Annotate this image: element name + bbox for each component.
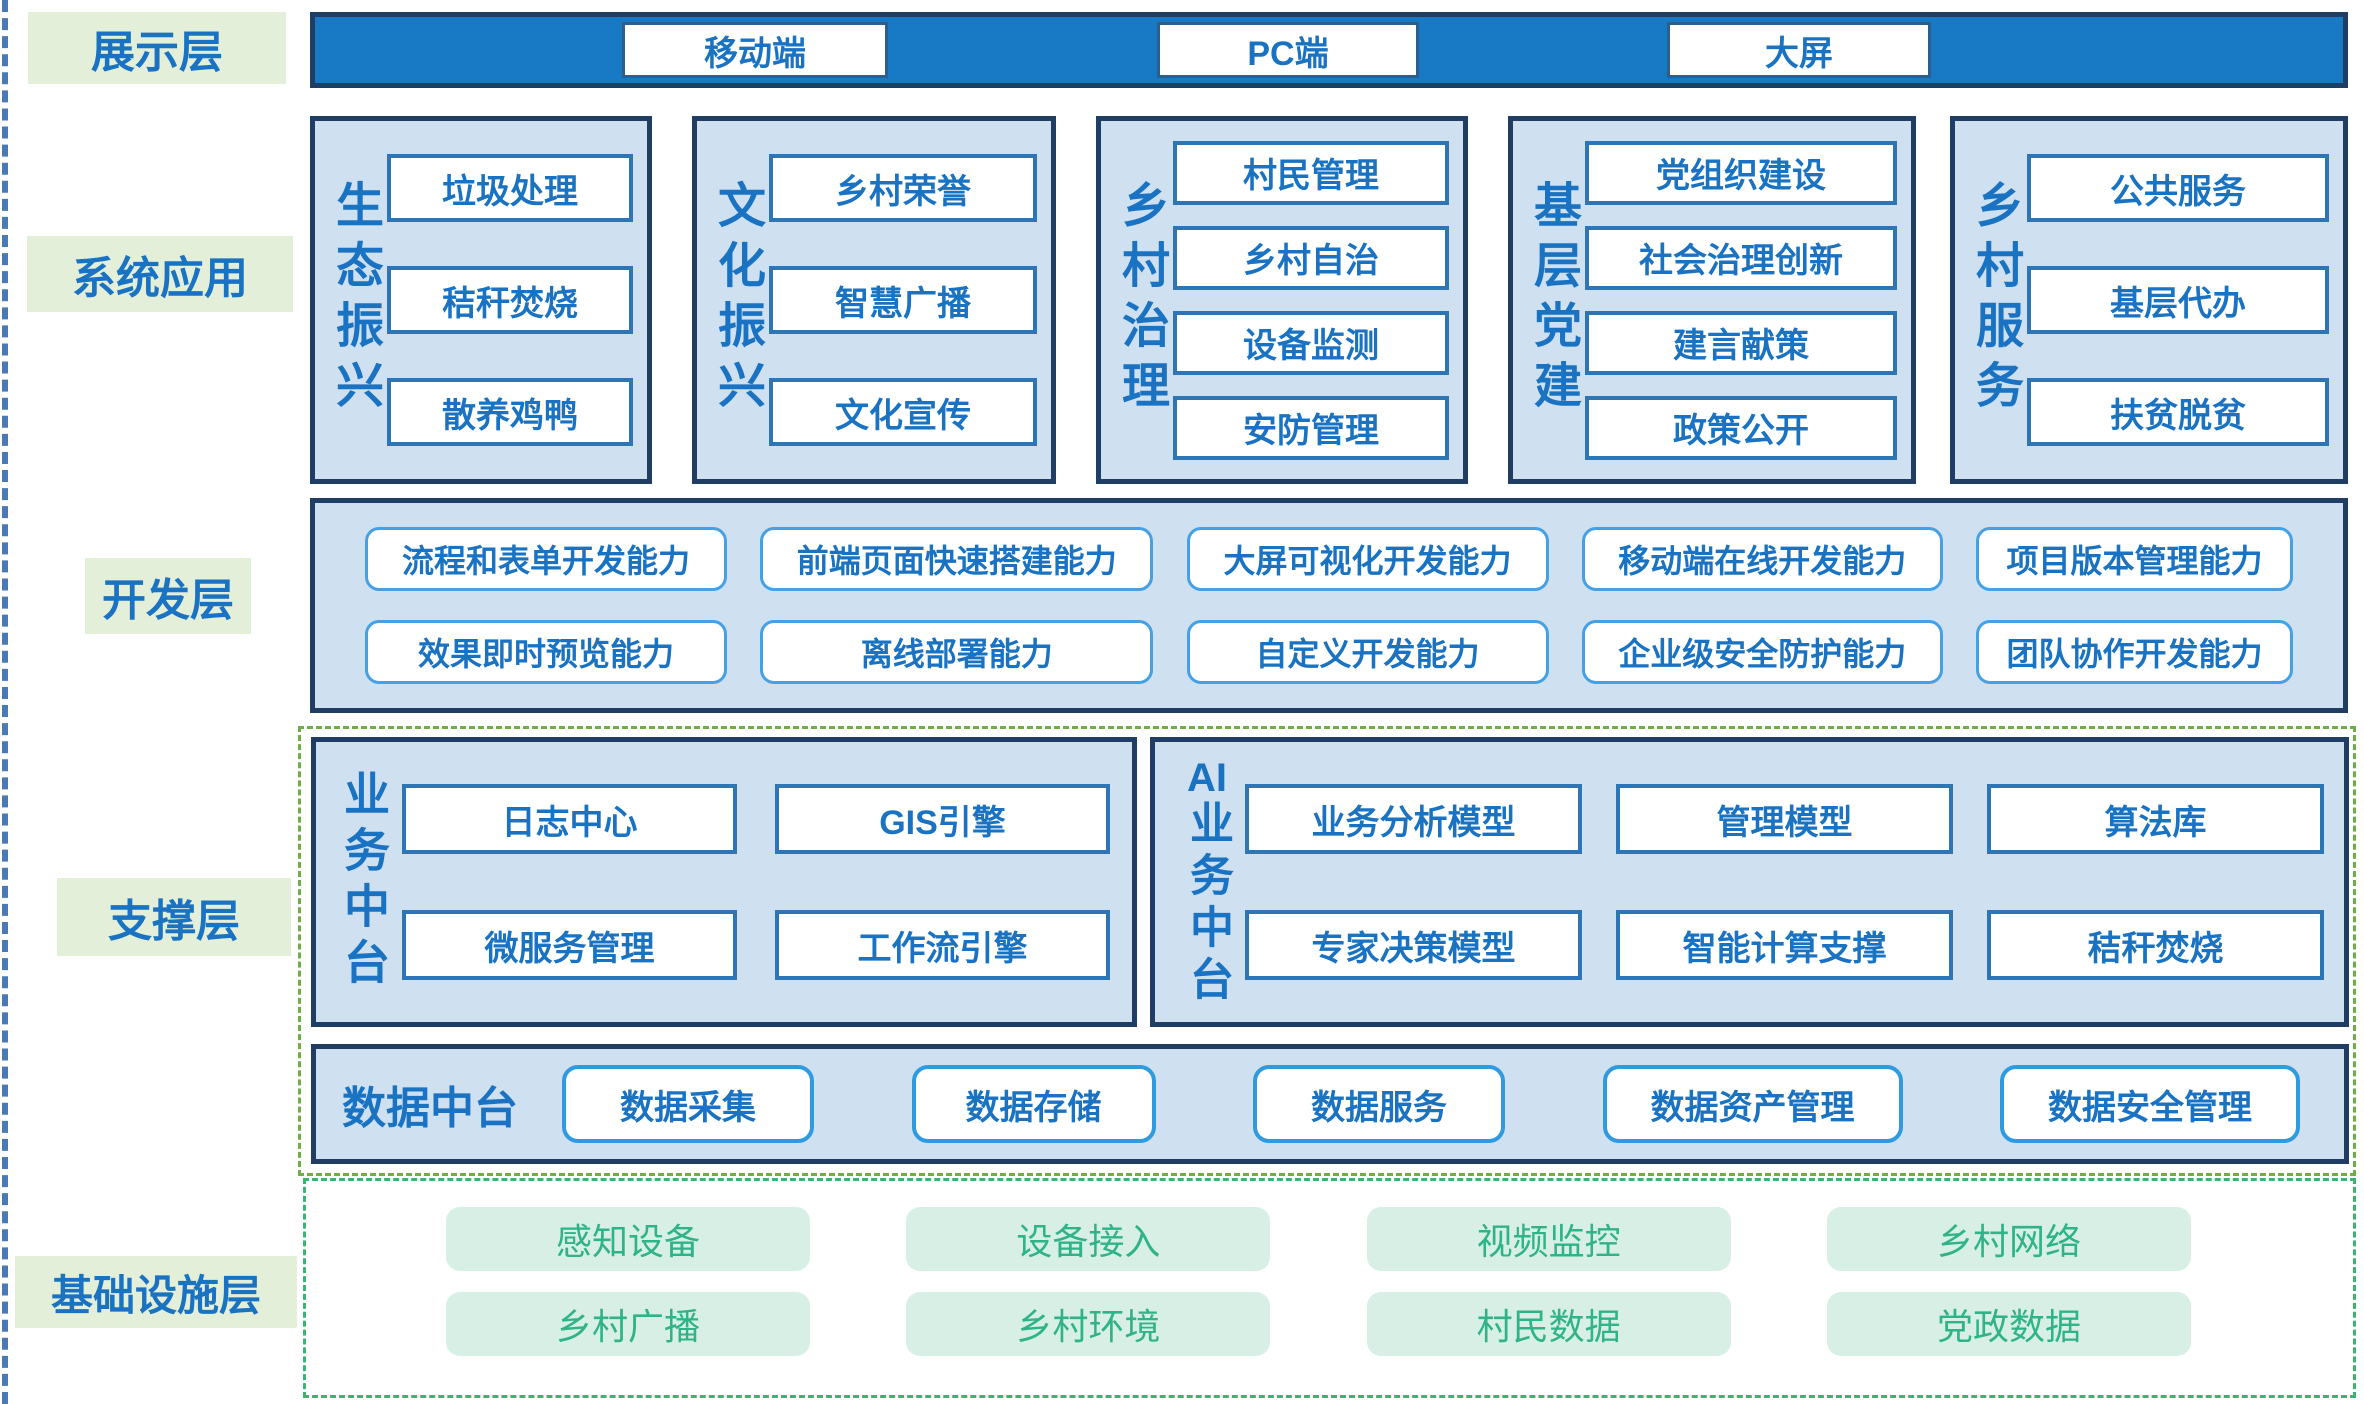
layer-label-support: 支撑层 bbox=[57, 878, 291, 956]
display-layer-bar: 移动端 PC端 大屏 bbox=[310, 12, 2348, 88]
ai-platform-box: AI 业务中台 业务分析模型 管理模型 算法库 专家决策模型 智能计算支撑 秸秆… bbox=[1150, 737, 2349, 1027]
terminal-bigscreen: 大屏 bbox=[1667, 22, 1931, 78]
app-item: 政策公开 bbox=[1585, 395, 1897, 460]
terminal-pc: PC端 bbox=[1157, 22, 1419, 78]
app-item: 社会治理创新 bbox=[1585, 225, 1897, 290]
infra-item: 党政数据 bbox=[1826, 1292, 2191, 1356]
app-item: 乡村荣誉 bbox=[769, 154, 1037, 222]
app-item: 基层代办 bbox=[2027, 266, 2329, 334]
app-item: 智慧广播 bbox=[769, 266, 1037, 334]
data-platform-title: 数据中台 bbox=[342, 1084, 518, 1133]
infra-item: 村民数据 bbox=[1366, 1292, 1731, 1356]
infra-item: 乡村环境 bbox=[906, 1292, 1271, 1356]
ai-platform-title: AI 业务中台 bbox=[1169, 750, 1245, 1014]
app-item: 秸秆焚烧 bbox=[387, 266, 633, 334]
left-dashed-border bbox=[2, 0, 8, 1404]
layer-label-application: 系统应用 bbox=[27, 236, 293, 312]
dev-capability-item: 前端页面快速搭建能力 bbox=[760, 527, 1154, 591]
app-item: 村民管理 bbox=[1173, 140, 1449, 205]
app-item: 公共服务 bbox=[2027, 154, 2329, 222]
dev-capability-item: 团队协作开发能力 bbox=[1976, 620, 2293, 684]
app-group-culture: 文化振兴 乡村荣誉 智慧广播 文化宣传 bbox=[692, 116, 1056, 484]
business-platform-item: 微服务管理 bbox=[402, 910, 737, 980]
ai-platform-item: 算法库 bbox=[1987, 784, 2324, 854]
layer-label-development: 开发层 bbox=[85, 558, 251, 634]
infrastructure-layer-container: 感知设备 设备接入 视频监控 乡村网络 乡村广播 乡村环境 村民数据 党政数据 bbox=[303, 1178, 2356, 1398]
dev-capability-item: 企业级安全防护能力 bbox=[1581, 620, 1943, 684]
data-platform-item: 数据采集 bbox=[562, 1065, 814, 1143]
data-platform-box: 数据中台 数据采集 数据存储 数据服务 数据资产管理 数据安全管理 bbox=[311, 1044, 2349, 1164]
business-platform-item: 工作流引擎 bbox=[775, 910, 1110, 980]
app-group-party-title: 基层党建 bbox=[1526, 180, 1579, 420]
app-item: 垃圾处理 bbox=[387, 154, 633, 222]
app-item: 扶贫脱贫 bbox=[2027, 378, 2329, 446]
development-layer-panel: 流程和表单开发能力 前端页面快速搭建能力 大屏可视化开发能力 移动端在线开发能力… bbox=[310, 498, 2348, 713]
dev-capability-item: 流程和表单开发能力 bbox=[365, 527, 727, 591]
app-item: 散养鸡鸭 bbox=[387, 378, 633, 446]
dev-capability-item: 项目版本管理能力 bbox=[1976, 527, 2293, 591]
data-platform-item: 数据安全管理 bbox=[2000, 1065, 2300, 1143]
app-group-culture-title: 文化振兴 bbox=[710, 180, 763, 420]
dev-capability-item: 离线部署能力 bbox=[760, 620, 1154, 684]
infra-item: 感知设备 bbox=[446, 1207, 810, 1271]
business-platform-title: 业务中台 bbox=[338, 770, 390, 994]
ai-platform-item: 管理模型 bbox=[1616, 784, 1953, 854]
infra-item: 乡村广播 bbox=[446, 1292, 810, 1356]
data-platform-item: 数据服务 bbox=[1253, 1065, 1505, 1143]
app-item: 安防管理 bbox=[1173, 395, 1449, 460]
app-group-governance: 乡村治理 村民管理 乡村自治 设备监测 安防管理 bbox=[1096, 116, 1468, 484]
ai-platform-item: 秸秆焚烧 bbox=[1987, 910, 2324, 980]
data-platform-item: 数据资产管理 bbox=[1602, 1065, 1903, 1143]
layer-label-infrastructure: 基础设施层 bbox=[15, 1256, 297, 1328]
ai-platform-item: 专家决策模型 bbox=[1245, 910, 1582, 980]
data-platform-item: 数据存储 bbox=[911, 1065, 1156, 1143]
dev-capability-item: 移动端在线开发能力 bbox=[1581, 527, 1943, 591]
app-group-service-title: 乡村服务 bbox=[1968, 180, 2021, 420]
dev-capability-item: 大屏可视化开发能力 bbox=[1186, 527, 1549, 591]
ai-platform-item: 业务分析模型 bbox=[1245, 784, 1582, 854]
business-platform-item: 日志中心 bbox=[402, 784, 737, 854]
infra-item: 视频监控 bbox=[1366, 1207, 1731, 1271]
layer-label-display: 展示层 bbox=[28, 12, 286, 84]
terminal-mobile: 移动端 bbox=[622, 22, 888, 78]
ai-platform-title-text: 业务中台 bbox=[1183, 800, 1232, 1008]
app-group-eco: 生态振兴 垃圾处理 秸秆焚烧 散养鸡鸭 bbox=[310, 116, 652, 484]
ai-platform-item: 智能计算支撑 bbox=[1616, 910, 1953, 980]
infra-item: 设备接入 bbox=[906, 1207, 1271, 1271]
app-item: 设备监测 bbox=[1173, 310, 1449, 375]
ai-platform-title-prefix: AI bbox=[1187, 756, 1227, 800]
support-layer-container: 业务中台 日志中心 GIS引擎 微服务管理 工作流引擎 AI 业务中台 业务分析… bbox=[298, 726, 2356, 1176]
app-item: 建言献策 bbox=[1585, 310, 1897, 375]
dev-capability-item: 自定义开发能力 bbox=[1186, 620, 1549, 684]
app-item: 党组织建设 bbox=[1585, 140, 1897, 205]
dev-capability-item: 效果即时预览能力 bbox=[365, 620, 727, 684]
infra-item: 乡村网络 bbox=[1826, 1207, 2191, 1271]
business-platform-item: GIS引擎 bbox=[775, 784, 1110, 854]
app-group-governance-title: 乡村治理 bbox=[1114, 180, 1167, 420]
app-group-party: 基层党建 党组织建设 社会治理创新 建言献策 政策公开 bbox=[1508, 116, 1916, 484]
app-item: 文化宣传 bbox=[769, 378, 1037, 446]
app-group-service: 乡村服务 公共服务 基层代办 扶贫脱贫 bbox=[1950, 116, 2348, 484]
app-item: 乡村自治 bbox=[1173, 225, 1449, 290]
app-group-eco-title: 生态振兴 bbox=[328, 180, 381, 420]
business-platform-box: 业务中台 日志中心 GIS引擎 微服务管理 工作流引擎 bbox=[311, 737, 1137, 1027]
